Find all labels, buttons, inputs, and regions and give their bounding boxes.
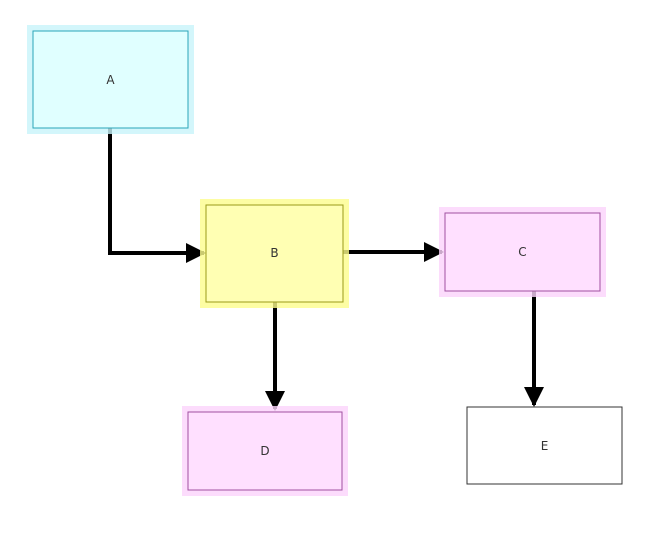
- node-c-glow: [439, 207, 606, 297]
- edge-a-to-b: [108, 128, 206, 263]
- node-b-box[interactable]: [205, 204, 344, 303]
- node-b[interactable]: B: [200, 199, 349, 308]
- node-d-glow: [182, 406, 348, 496]
- node-d[interactable]: D: [182, 406, 348, 496]
- node-a-label: A: [106, 73, 115, 87]
- node-c-box[interactable]: [444, 212, 601, 292]
- node-b-label: B: [270, 246, 278, 260]
- node-e-box[interactable]: [466, 406, 623, 485]
- node-b-glow: [200, 199, 349, 308]
- node-c-label: C: [518, 245, 526, 259]
- node-a[interactable]: A: [27, 25, 194, 134]
- node-e[interactable]: E: [466, 406, 623, 485]
- node-c[interactable]: C: [439, 207, 606, 297]
- node-a-box[interactable]: [32, 30, 189, 129]
- node-a-glow: [27, 25, 194, 134]
- edges-layer: [108, 128, 544, 411]
- node-d-box[interactable]: [187, 411, 343, 491]
- node-e-label: E: [541, 439, 549, 453]
- node-d-label: D: [260, 444, 269, 458]
